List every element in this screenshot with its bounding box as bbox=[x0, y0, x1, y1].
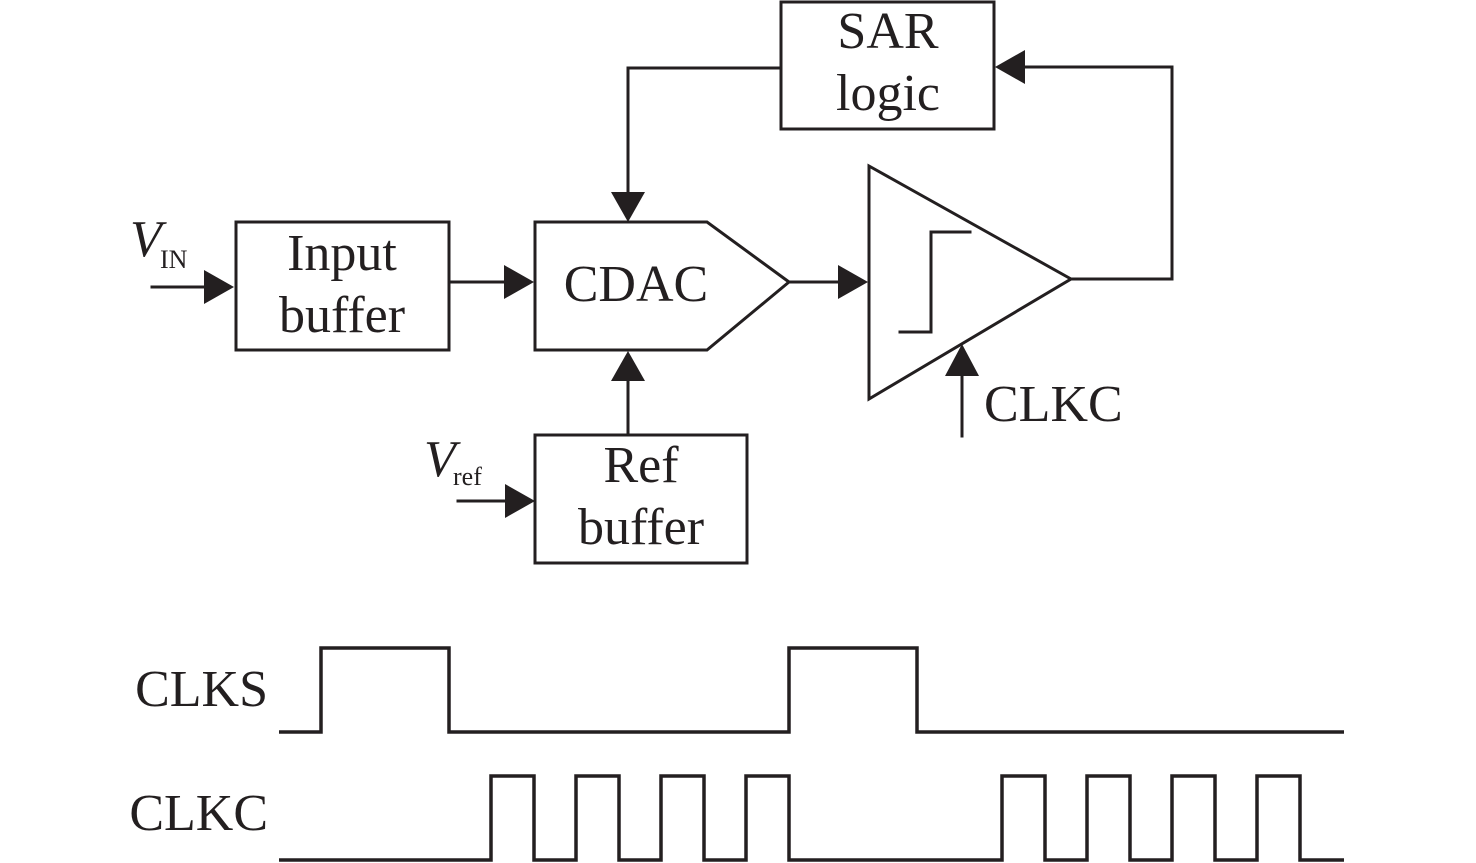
clkc-arrow-icon bbox=[945, 344, 979, 376]
vref-subscript: ref bbox=[453, 462, 482, 491]
comparator-input-arrow-icon bbox=[838, 265, 868, 299]
vin-symbol: V bbox=[130, 211, 167, 268]
ref-buffer-block: Ref buffer bbox=[533, 433, 749, 565]
vref-arrow-icon bbox=[505, 484, 535, 518]
vref-input: V ref bbox=[424, 431, 535, 518]
sar-logic-box bbox=[779, 0, 996, 131]
clkc-waveform bbox=[279, 774, 1344, 862]
comparator-to-sar-wire bbox=[1020, 65, 1174, 281]
clks-label: CLKS bbox=[135, 661, 268, 718]
vin-arrow-icon bbox=[204, 270, 234, 304]
input-buffer-label-line1: Input bbox=[287, 225, 397, 282]
sar-input-arrow-icon bbox=[995, 50, 1025, 84]
ref-buffer-label-line1: Ref bbox=[603, 437, 679, 494]
cdac-label: CDAC bbox=[564, 256, 708, 313]
input-buffer-block: Input buffer bbox=[234, 220, 451, 352]
ref-buffer-box bbox=[533, 433, 749, 565]
sar-logic-label-line1: SAR bbox=[837, 3, 938, 60]
input-buffer-box bbox=[234, 220, 451, 352]
comparator-block: CLKC bbox=[867, 163, 1123, 438]
ref-buffer-label-line2: buffer bbox=[578, 499, 704, 556]
cdac-block: CDAC bbox=[533, 220, 792, 352]
sar-logic-block: SAR logic bbox=[779, 0, 996, 131]
sar-to-cdac-wire bbox=[626, 66, 783, 198]
vin-subscript: IN bbox=[160, 245, 188, 274]
cdac-input-arrow-icon bbox=[504, 265, 534, 299]
vin-input: V IN bbox=[130, 211, 234, 304]
cdac-shape bbox=[533, 220, 792, 352]
input-buffer-label-line2: buffer bbox=[279, 287, 405, 344]
clks-waveform bbox=[279, 646, 1344, 734]
timing-diagram: CLKS CLKC bbox=[129, 646, 1344, 862]
cdac-control-arrow-icon bbox=[611, 192, 645, 222]
comparator-step-icon bbox=[898, 230, 972, 334]
clkc-label: CLKC bbox=[129, 785, 268, 842]
sar-logic-label-line2: logic bbox=[836, 65, 940, 122]
vref-symbol: V bbox=[424, 431, 461, 488]
comparator-clock-label: CLKC bbox=[984, 376, 1123, 433]
cdac-ref-arrow-icon bbox=[611, 351, 645, 381]
comparator-triangle bbox=[867, 163, 1075, 402]
